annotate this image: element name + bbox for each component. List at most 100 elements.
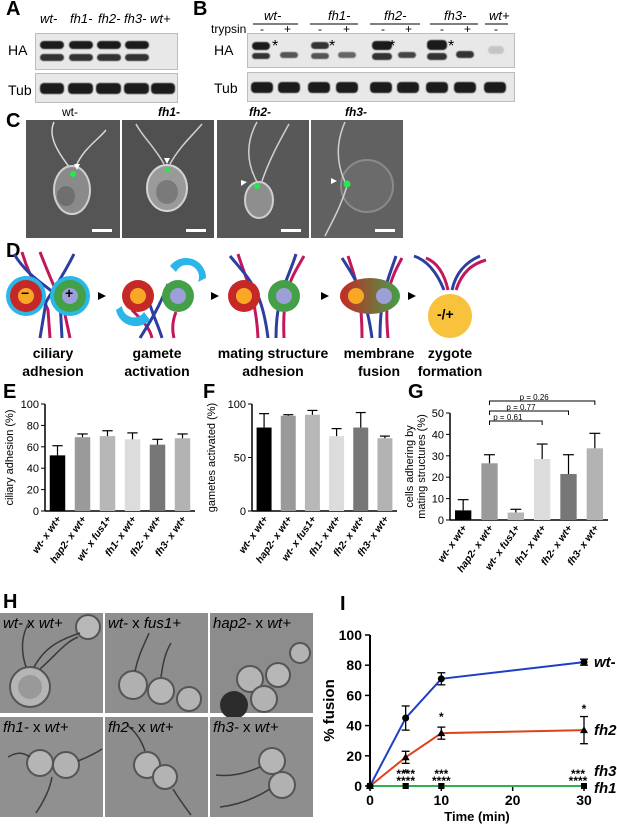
data-point	[437, 675, 445, 683]
panel-label-c: C	[6, 110, 21, 132]
y-tick-label: 0	[240, 506, 246, 518]
data-point	[366, 782, 374, 790]
row-label-ha: HA	[8, 42, 28, 58]
trypsin-resistant-asterisk: *	[448, 38, 455, 55]
dic-caption: fh2- x wt+	[108, 719, 174, 736]
stage-gamete-activation	[116, 258, 206, 339]
panel-label-g: G	[408, 381, 424, 403]
dic-caption: wt- x wt+	[3, 615, 63, 632]
y-axis-label: % fusion	[321, 679, 338, 742]
micrograph-label: fh2-	[249, 105, 271, 119]
stage-zygote-formation	[413, 254, 487, 338]
stage-label: gamete activation	[124, 345, 190, 379]
bar	[534, 459, 551, 520]
bar	[280, 415, 296, 511]
dic-caption: wt- x fus1+	[108, 615, 181, 632]
mating-pathway-diagram	[6, 251, 487, 339]
treatment-sign: -	[440, 22, 444, 36]
panel-label-i: I	[340, 593, 346, 615]
y-tick-label: 0	[33, 506, 39, 518]
bar	[455, 510, 472, 520]
micrograph-wt-minus	[26, 120, 120, 238]
bar	[304, 414, 320, 511]
y-tick-label: 100	[228, 399, 246, 411]
series-label: wt-	[594, 654, 616, 671]
dic-micrograph-fh3-x-wt	[210, 717, 313, 817]
treatment-sign: -	[494, 22, 498, 36]
treatment-sign: +	[405, 22, 413, 36]
group-label: fh2-	[384, 8, 407, 23]
treatment-sign: +	[284, 22, 292, 36]
micrograph-fh1-minus	[122, 120, 214, 238]
panel-label-h: H	[3, 591, 18, 613]
significance-stars: ***	[571, 767, 585, 781]
arrow-right-icon	[321, 292, 329, 300]
y-tick-label: 60	[346, 687, 362, 703]
y-axis-label: cells adhering by	[404, 425, 416, 508]
bar	[329, 436, 345, 511]
y-axis-label: gametes activated (%)	[206, 403, 218, 512]
lane-label: wt-	[40, 11, 58, 26]
y-tick-label: 40	[27, 463, 39, 475]
dic-micrograph-fh2-x-wt	[105, 717, 208, 817]
treatment-sign: +	[464, 22, 472, 36]
data-point	[401, 753, 410, 761]
significance-stars: *	[439, 710, 444, 724]
data-point	[402, 714, 410, 722]
y-tick-label: 100	[21, 399, 39, 411]
bar	[560, 473, 577, 520]
group-label: wt-	[264, 8, 282, 23]
trypsin-resistant-asterisk: *	[272, 38, 279, 55]
micrograph-label: fh3-	[345, 105, 367, 119]
dic-micrograph-wt-x-fus1	[105, 613, 208, 713]
stage-membrane-fusion	[340, 255, 404, 339]
x-tick-label: 30	[576, 792, 592, 808]
arrow-right-icon	[408, 292, 416, 300]
series-label: fh2-	[594, 722, 617, 739]
x-tick-label: 10	[434, 792, 450, 808]
stage-label: membrane fusion	[343, 345, 415, 379]
panel-label-a: A	[6, 0, 21, 20]
stage-label: zygote formation	[417, 345, 483, 379]
treatment-sign: +	[343, 22, 351, 36]
y-tick-label: 0	[354, 778, 362, 794]
comparison-bracket	[489, 420, 543, 425]
treatment-sign: -	[318, 22, 322, 36]
x-tick-label: 20	[505, 792, 521, 808]
p-value-label: p = 0.77	[506, 403, 536, 412]
trypsin-resistant-asterisk: *	[329, 38, 336, 55]
y-tick-label: 10	[432, 494, 444, 506]
y-tick-label: 0	[438, 515, 444, 527]
y-tick-label: 80	[346, 657, 362, 673]
significance-stars: *	[403, 766, 408, 780]
stage-ciliary-adhesion	[6, 251, 90, 339]
bar	[353, 427, 369, 511]
bar	[149, 444, 166, 511]
significance-stars: ****	[396, 774, 415, 788]
panel-label-b: B	[193, 0, 208, 20]
y-tick-label: 100	[339, 627, 363, 643]
y-tick-label: 40	[432, 429, 444, 441]
data-point	[402, 783, 409, 789]
significance-stars: ***	[434, 767, 448, 781]
bar	[74, 437, 91, 511]
dic-caption: fh1- x wt+	[3, 719, 69, 736]
row-label-tub: Tub	[214, 80, 238, 96]
y-tick-label: 60	[27, 442, 39, 454]
group-label: fh1-	[328, 8, 351, 23]
trypsin-label: trypsin	[211, 22, 247, 36]
panel-label-e: E	[3, 381, 17, 403]
micrograph-fh3-minus	[311, 120, 403, 238]
group-underlines	[253, 23, 508, 25]
x-tick-label: 0	[366, 792, 374, 808]
panel-label-f: F	[203, 381, 216, 403]
bar	[99, 436, 116, 511]
western-blot-tub	[35, 73, 178, 103]
data-point	[438, 783, 445, 789]
series-label: fh3-	[594, 763, 617, 780]
minus-mating-type: −	[21, 285, 30, 301]
micrograph-label: wt-	[62, 105, 78, 119]
significance-stars: ****	[396, 767, 415, 781]
